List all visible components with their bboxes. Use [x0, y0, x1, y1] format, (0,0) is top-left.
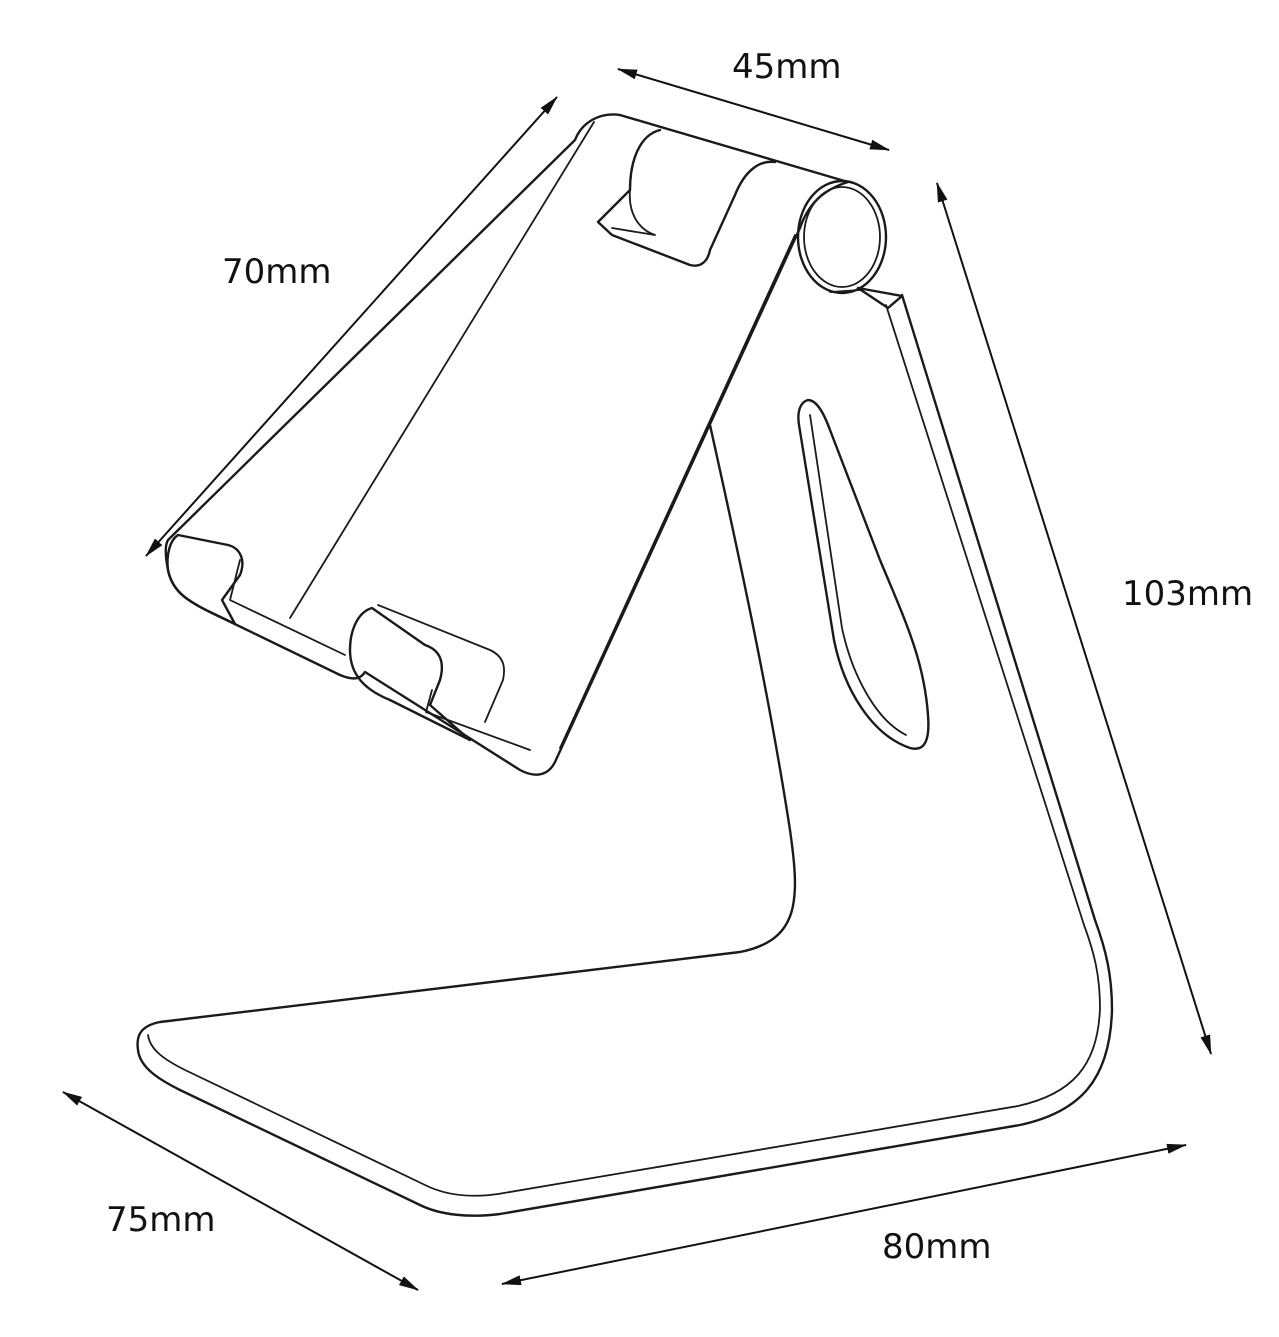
label-base-depth: 75mm [106, 1200, 216, 1240]
cable-window-inner [611, 189, 656, 236]
left-foot-inner [229, 559, 346, 656]
cable-window [596, 128, 777, 267]
label-base-width: 80mm [882, 1227, 992, 1267]
back-panel [164, 113, 850, 776]
dim-line-back-height [145, 96, 558, 557]
label-top-width: 45mm [732, 47, 842, 87]
back-panel-right-edge [559, 234, 796, 749]
dim-line-total-height [936, 182, 1212, 1055]
right-foot-top [377, 604, 505, 723]
label-total-height: 103mm [1122, 574, 1253, 614]
base-plate-thickness [147, 304, 1101, 1197]
base-plate-outline [136, 293, 1114, 1217]
dim-line-base-depth [62, 1091, 419, 1291]
hinge-cylinder-top [618, 113, 850, 184]
dim-line-top-width [617, 68, 890, 151]
left-foot-lip [166, 533, 244, 626]
dim-line-base-width [501, 1143, 1187, 1286]
dimension-lines [62, 68, 1212, 1291]
hinge-cylinder-end [796, 179, 888, 295]
back-slot [797, 398, 930, 750]
back-slot-inner [809, 414, 907, 736]
right-foot-lip [348, 606, 472, 742]
right-foot-inner [425, 689, 531, 751]
hinge-cylinder-face [803, 186, 881, 288]
dimension-labels: 45mm 70mm 103mm 75mm 80mm [106, 47, 1253, 1267]
label-back-height: 70mm [222, 252, 332, 292]
back-panel-left-edge [289, 121, 595, 619]
hinge-cylinder-bottom [829, 289, 861, 293]
rear-support-strip [856, 286, 904, 310]
